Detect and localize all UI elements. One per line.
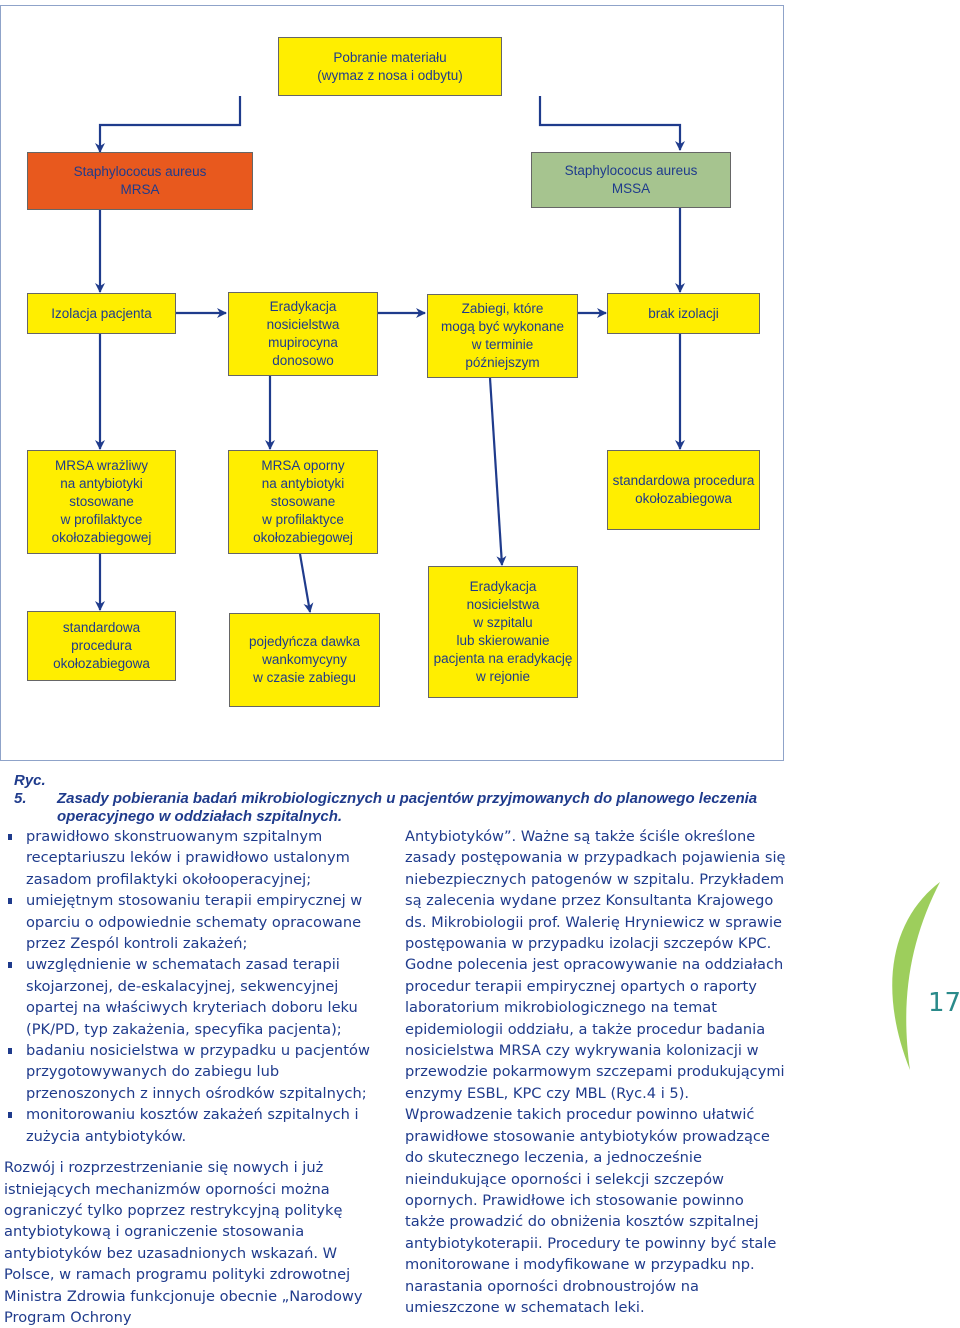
flowchart-arrows	[95, 96, 685, 613]
node-mrsa-wrazliwy: MRSA wrażliwy na antybiotyki stosowane w…	[27, 450, 176, 554]
node-mrsa-oporny: MRSA oporny na antybiotyki stosowane w p…	[228, 450, 378, 554]
page-number: 17	[928, 988, 960, 1018]
list-item: prawidłowo skonstruowanym szpitalnym rec…	[4, 826, 384, 890]
list-item: badaniu nosicielstwa w przypadku u pacje…	[4, 1040, 384, 1104]
bullet-list: prawidłowo skonstruowanym szpitalnym rec…	[4, 826, 384, 1147]
node-eradykacja-szpital: Eradykacja nosicielstwa w szpitalu lub s…	[428, 566, 578, 698]
node-mrsa: Staphylococus aureus MRSA	[27, 152, 253, 210]
leaf-decoration-icon	[892, 882, 940, 1070]
caption-line2: operacyjnego w oddziałach szpitalnych.	[57, 808, 343, 825]
node-start: Pobranie materiału (wymaz z nosa i odbyt…	[278, 37, 502, 96]
node-izolacja: Izolacja pacjenta	[27, 293, 176, 334]
left-column: prawidłowo skonstruowanym szpitalnym rec…	[4, 826, 384, 1328]
node-standard-mssa: standardowa procedura okołozabiegowa	[607, 450, 760, 530]
list-item: monitorowaniu kosztów zakażeń szpitalnyc…	[4, 1104, 384, 1147]
node-brak-izolacji: brak izolacji	[607, 293, 760, 334]
body-paragraph: Wprowadzenie takich procedur powinno uła…	[405, 1106, 777, 1316]
node-wankomycyna: pojedyńcza dawka wankomycyny w czasie za…	[229, 613, 380, 707]
body-paragraph: Antybiotyków”. Ważne są także ściśle okr…	[405, 828, 786, 1102]
caption-label: Ryc. 5.	[14, 772, 46, 807]
list-item: uwzględnienie w schematach zasad terapii…	[4, 954, 384, 1040]
right-column: Antybiotyków”. Ważne są także ściśle okr…	[405, 826, 787, 1318]
node-standard-mrsa: standardowa procedura okołozabiegowa	[27, 611, 176, 681]
node-eradykacja-mupirocyna: Eradykacja nosicielstwa mupirocyna donos…	[228, 292, 378, 376]
figure-caption: Ryc. 5. Zasady pobierania badań mikrobiol…	[14, 772, 784, 826]
body-paragraph: Rozwój i rozprzestrzenianie się nowych i…	[4, 1159, 363, 1326]
list-item: umiejętnym stosowaniu terapii empiryczne…	[4, 890, 384, 954]
caption-line1: Zasady pobierania badań mikrobiologiczny…	[57, 790, 758, 807]
node-zabiegi: Zabiegi, które mogą być wykonane w termi…	[427, 294, 578, 378]
node-mssa: Staphylococus aureus MSSA	[531, 152, 731, 208]
